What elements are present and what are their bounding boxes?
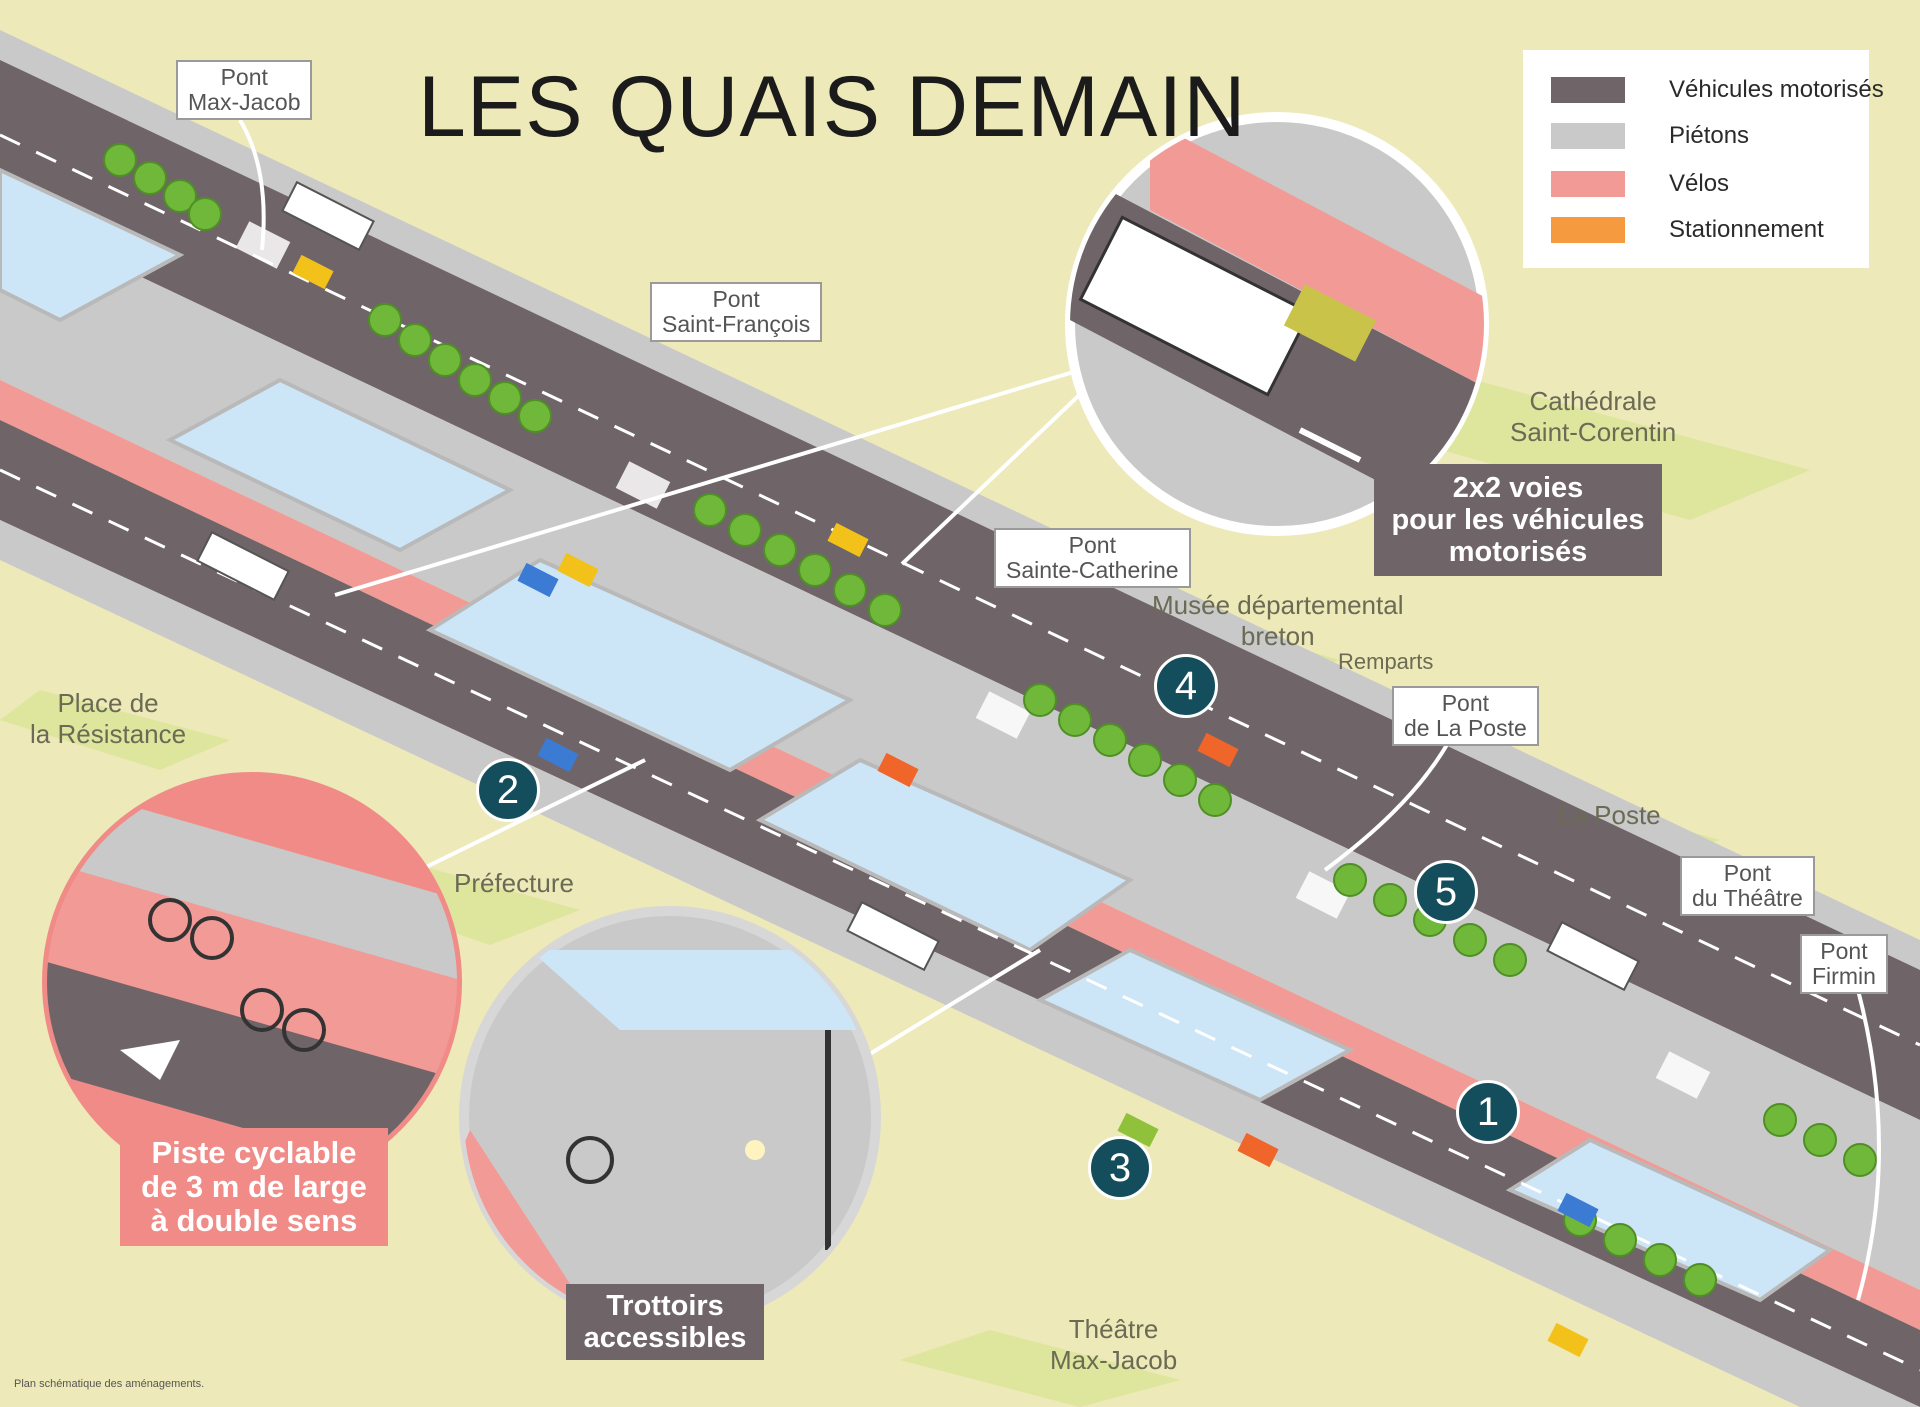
legend-swatch-vehicules [1551,77,1625,103]
legend: Véhicules motorisés Piétons Vélos Statio… [1523,50,1884,268]
tree-rows [103,143,1877,1297]
vehicles [196,180,1640,1358]
place-label-prefecture: Préfecture [454,868,574,898]
legend-label-pietons: Piétons [1669,122,1750,149]
legend-label-velos: Vélos [1669,170,1730,197]
water-basins [0,167,1834,1303]
detail-circle-moto [1065,112,1489,536]
marker-badge-4[interactable]: 4 [1154,654,1218,718]
place-label-la-poste: La Poste [1558,800,1661,830]
marker-badge-1[interactable]: 1 [1456,1080,1520,1144]
marker-badge-2[interactable]: 2 [476,758,540,822]
marker-badge-5[interactable]: 5 [1414,860,1478,924]
legend-swatch-stationnement [1551,217,1625,243]
place-label-remparts: Remparts [1338,649,1434,674]
sidewalk-south [0,520,1920,1407]
legend-swatch-velos [1551,171,1625,197]
marker-badge-3[interactable]: 3 [1088,1136,1152,1200]
road-north [0,60,1920,1120]
detail-circle-trottoirs [459,906,881,1328]
footer-credit: Plan schématique des aménagements. [14,1378,205,1390]
legend-swatch-pietons [1551,123,1625,149]
lane-markings [0,133,1920,1372]
legend-label-vehicules: Véhicules motorisés [1669,76,1884,103]
legend-label-stationnement: Stationnement [1669,216,1824,243]
leader-lines [238,118,1881,1301]
map-title: LES QUAIS DEMAIN [418,59,1247,155]
